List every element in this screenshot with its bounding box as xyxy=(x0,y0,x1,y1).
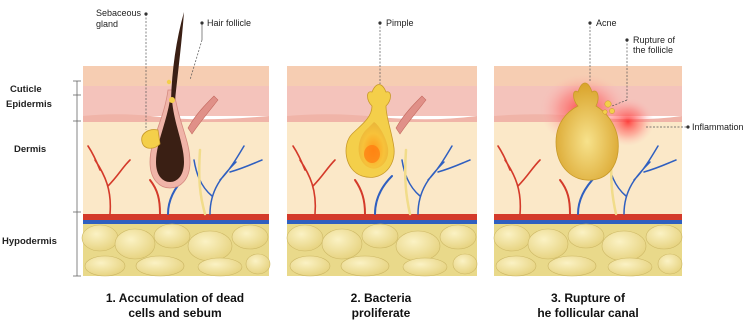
layer-bracket xyxy=(73,81,81,276)
caption-1-line-1: 1. Accumulation of dead xyxy=(106,291,244,305)
layer-label-epidermis: Epidermis xyxy=(6,99,52,110)
panel-1 xyxy=(82,12,270,276)
caption-1-line-2: cells and sebum xyxy=(128,306,221,320)
layer-label-dermis: Dermis xyxy=(14,144,46,155)
caption-2-line-1: 2. Bacteria xyxy=(351,291,412,305)
layer-label-hypodermis: Hypodermis xyxy=(2,236,57,247)
label-sebaceous-gland-1: Sebaceous xyxy=(96,8,142,18)
layer-label-cuticle: Cuticle xyxy=(10,84,42,95)
panel-3 xyxy=(494,66,682,276)
label-pimple: Pimple xyxy=(386,18,414,28)
label-rupture-1: Rupture of xyxy=(633,35,676,45)
panel-2 xyxy=(287,66,477,276)
caption-3-line-1: 3. Rupture of xyxy=(551,291,626,305)
label-inflammation: Inflammation xyxy=(692,122,744,132)
caption-2-line-2: proliferate xyxy=(352,306,411,320)
caption-3-line-2: he follicular canal xyxy=(537,306,638,320)
label-acne: Acne xyxy=(596,18,617,28)
label-hair-follicle: Hair follicle xyxy=(207,18,251,28)
label-sebaceous-gland-2: gland xyxy=(96,19,118,29)
label-rupture-2: the follicle xyxy=(633,45,673,55)
